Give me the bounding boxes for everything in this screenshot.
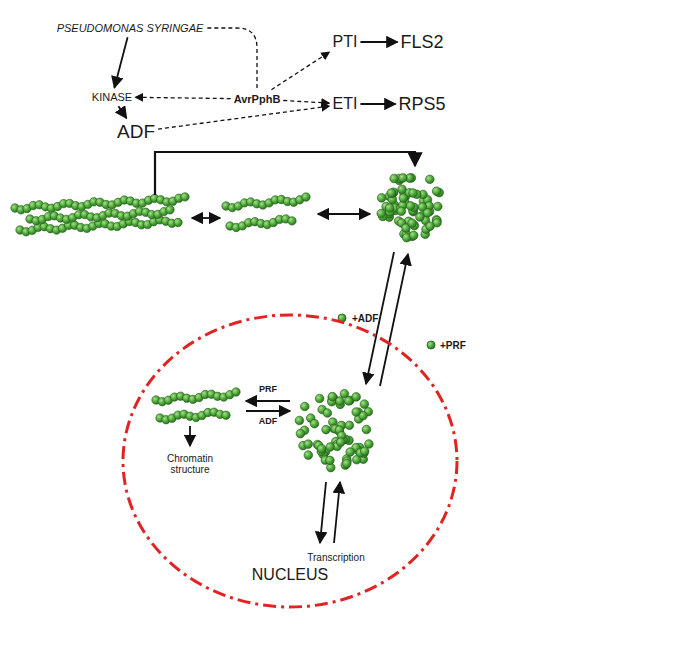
actin-monomer <box>222 411 230 419</box>
actin-monomer <box>362 425 371 434</box>
actin-monomer <box>387 189 396 198</box>
node-label: Chromatin structure <box>160 453 220 476</box>
actin-monomer <box>390 174 399 183</box>
actin-monomer <box>326 443 335 452</box>
node-label: Transcription <box>307 552 364 564</box>
dashed-connector <box>158 106 330 129</box>
actin-monomer <box>399 194 408 203</box>
pathway-node: ADF <box>117 121 155 143</box>
actin-monomer <box>322 425 331 434</box>
actin-monomer <box>352 393 361 402</box>
actin-monomer <box>326 456 335 465</box>
actin-monomer <box>288 217 296 225</box>
pathway-node: FLS2 <box>400 32 443 53</box>
actin-monomer <box>310 419 319 428</box>
adf-bracket <box>155 152 415 195</box>
actin-monomer <box>295 416 304 425</box>
node-label: FLS2 <box>400 32 443 53</box>
double-arrow <box>318 213 370 215</box>
annotation-label: PRF <box>259 385 277 395</box>
actin-monomer <box>317 445 326 454</box>
actin-monomer <box>328 392 337 401</box>
pathway-node: Transcription <box>307 552 364 564</box>
pathway-node: PTI <box>333 33 358 51</box>
actin-monomer <box>166 206 174 214</box>
connector-arrow <box>360 103 395 105</box>
chromatin-arrow <box>189 426 191 446</box>
annotation-label: +PRF <box>440 340 466 351</box>
actin-monomer <box>426 175 435 184</box>
actin-monomer <box>409 231 418 240</box>
actin-monomer <box>432 187 441 196</box>
adf-arrow <box>246 410 290 412</box>
actin-monomer <box>416 213 425 222</box>
transcription-arrow <box>334 482 340 543</box>
node-label: RPS5 <box>398 94 445 115</box>
prf-arrow <box>246 400 290 402</box>
actin-monomer <box>388 189 397 198</box>
node-label: PSEUDOMONAS SYRINGAE <box>57 22 204 35</box>
pathway-node: Chromatin structure <box>160 453 220 476</box>
actin-monomer <box>397 207 406 216</box>
pathway-node: ETI <box>333 95 358 113</box>
actin-monomer <box>345 421 354 430</box>
transcription-arrow <box>320 482 326 543</box>
actin-monomer <box>406 202 415 211</box>
node-label: AvrPphB <box>234 93 281 106</box>
monomer-icon <box>427 341 435 349</box>
connector-arrow <box>360 41 397 43</box>
actin-monomer <box>336 397 345 406</box>
actin-monomer <box>385 204 394 213</box>
export-arrow <box>380 254 408 386</box>
actin-monomer <box>315 394 324 403</box>
actin-monomer <box>360 400 369 409</box>
actin-monomer <box>301 402 310 411</box>
actin-monomer <box>343 459 352 468</box>
actin-monomer <box>232 388 240 396</box>
layout-arrows <box>155 152 415 543</box>
pathway-node: AvrPphB <box>234 93 281 106</box>
actin-monomer <box>174 218 182 226</box>
dashed-connector <box>271 52 329 90</box>
connector-arrow <box>118 106 126 118</box>
actin-monomer <box>423 209 432 218</box>
actin-monomer <box>408 219 417 228</box>
node-label: KINASE <box>92 91 132 104</box>
node-label: PTI <box>333 33 358 51</box>
actin-monomer <box>296 429 305 438</box>
actin-monomer <box>434 202 443 211</box>
actin-monomer <box>304 451 313 460</box>
pathway-node: PSEUDOMONAS SYRINGAE <box>57 22 204 35</box>
node-label: ADF <box>117 121 155 143</box>
annotation-label: ADF <box>259 417 278 427</box>
dashed-connector <box>283 101 329 104</box>
nucleus-region: NUCLEUS Chromatin structureTranscription <box>120 312 460 610</box>
actin-monomer <box>346 448 355 457</box>
region-title: NUCLEUS <box>120 566 460 584</box>
nucleus-membrane <box>123 315 457 607</box>
actin-monomer <box>360 447 369 456</box>
actin-monomer <box>352 408 361 417</box>
dashed-connector <box>207 28 257 89</box>
actin-monomer <box>377 209 386 218</box>
dashed-connector <box>135 97 231 98</box>
node-label: ETI <box>333 95 358 113</box>
actin-monomer <box>336 438 345 447</box>
connector-arrow <box>114 37 127 87</box>
double-arrow <box>192 217 220 219</box>
actin-monomer <box>377 194 386 203</box>
actin-monomer <box>409 189 418 198</box>
actin-monomer <box>302 193 310 201</box>
actin-monomer <box>323 409 332 418</box>
actin-monomer <box>399 174 408 183</box>
actin-monomer <box>304 440 313 449</box>
pathway-node: KINASE <box>92 91 132 104</box>
pathway-node: RPS5 <box>398 94 445 115</box>
actin-monomer <box>426 222 435 231</box>
annotation-label: +ADF <box>352 313 378 324</box>
actin-monomers <box>11 174 444 472</box>
actin-monomer <box>181 193 189 201</box>
